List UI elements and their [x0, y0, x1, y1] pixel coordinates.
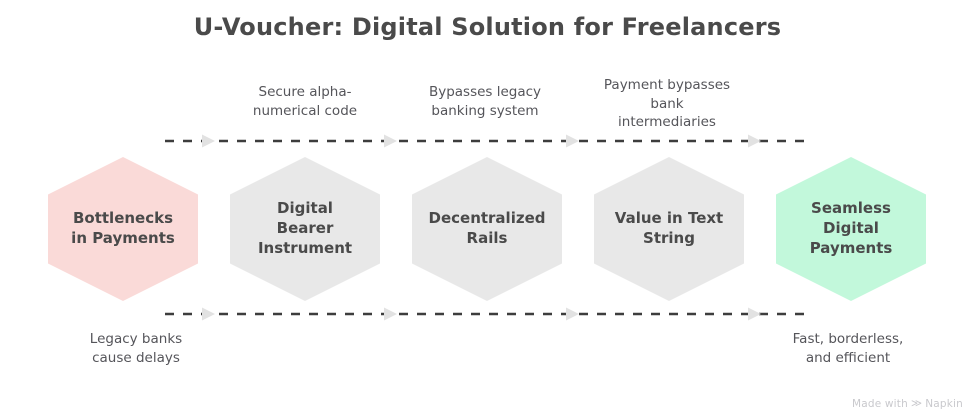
- page-title: U-Voucher: Digital Solution for Freelanc…: [193, 13, 782, 41]
- hex-label: Value in Text String: [614, 209, 724, 247]
- note-fast-efficient: Fast, borderless, and efficient: [792, 331, 904, 366]
- hex-label: Bottlenecks in Payments: [71, 209, 175, 247]
- bottom-flow-line: [165, 306, 810, 321]
- napkin-logo-icon: ≫: [910, 397, 923, 410]
- note-bypass-intermediaries: Payment bypasses bank intermediaries: [603, 77, 731, 131]
- note-bypass-banking: Bypasses legacy banking system: [428, 84, 542, 119]
- hex-node-bottlenecks[interactable]: Bottlenecks in Payments: [48, 157, 198, 301]
- watermark-prefix: Made with: [851, 398, 908, 410]
- note-legacy-delays: Legacy banks cause delays: [89, 331, 183, 366]
- hex-label: Seamless Digital Payments: [809, 199, 893, 257]
- hex-label: Decentralized Rails: [428, 209, 546, 247]
- hex-node-bearer[interactable]: Digital Bearer Instrument: [230, 157, 380, 301]
- watermark-brand: Napkin: [925, 398, 963, 410]
- bottom-arrow-markers: [202, 307, 761, 321]
- napkin-watermark: Made with ≫ Napkin: [852, 398, 963, 410]
- top-arrow-markers: [202, 134, 761, 148]
- note-secure-code: Secure alpha- numerical code: [252, 84, 358, 119]
- hex-node-rails[interactable]: Decentralized Rails: [412, 157, 562, 301]
- top-flow-line: [165, 133, 810, 148]
- hex-label: Digital Bearer Instrument: [257, 199, 353, 257]
- hex-node-seamless[interactable]: Seamless Digital Payments: [776, 157, 926, 301]
- hex-node-value-string[interactable]: Value in Text String: [594, 157, 744, 301]
